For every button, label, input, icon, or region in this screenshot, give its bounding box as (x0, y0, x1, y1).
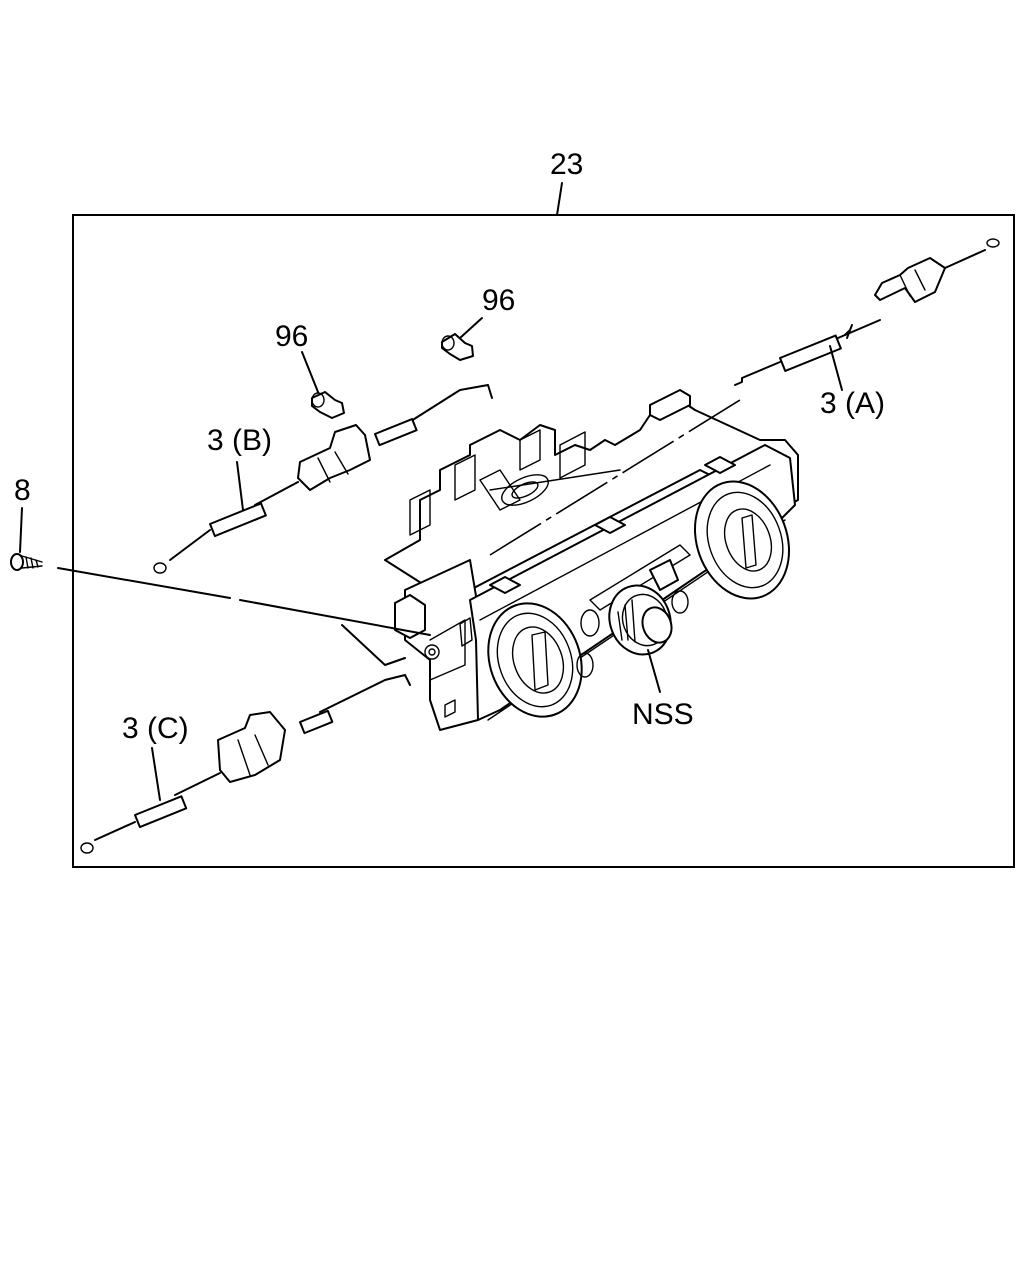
callout-cable-a: 3 (A) (820, 387, 885, 420)
clip-left (311, 391, 345, 419)
axis-line-b2 (489, 469, 621, 491)
screw-guide-bracket (341, 624, 406, 666)
assembly-leader (556, 182, 563, 216)
callout-cable-c: 3 (C) (122, 712, 189, 745)
cable-c-leader (151, 747, 161, 801)
clip-top (441, 333, 474, 361)
control-head-unit (384, 389, 799, 731)
clip-left-leader (301, 351, 319, 393)
screw-leader (19, 507, 23, 553)
cable-b-leader (236, 461, 244, 511)
callout-knob: NSS (632, 698, 694, 731)
cable-c (80, 674, 411, 854)
clip-top-leader (459, 317, 483, 339)
screw-insertion-line (57, 567, 431, 636)
assembly-frame (72, 214, 1015, 868)
callout-screw: 8 (14, 474, 31, 507)
callout-clip-left: 96 (275, 320, 308, 353)
axis-line-b (489, 399, 741, 556)
right-dial (693, 480, 791, 600)
cable-a-leader (829, 345, 843, 391)
cable-a (734, 238, 1000, 386)
callout-clip-top: 96 (482, 284, 515, 317)
callout-cable-b: 3 (B) (207, 424, 272, 457)
screw (10, 553, 43, 571)
center-knob (580, 559, 689, 656)
cable-b (153, 384, 493, 574)
left-dial (487, 602, 594, 718)
callout-assembly: 23 (550, 148, 583, 181)
knob-leader (647, 649, 661, 693)
